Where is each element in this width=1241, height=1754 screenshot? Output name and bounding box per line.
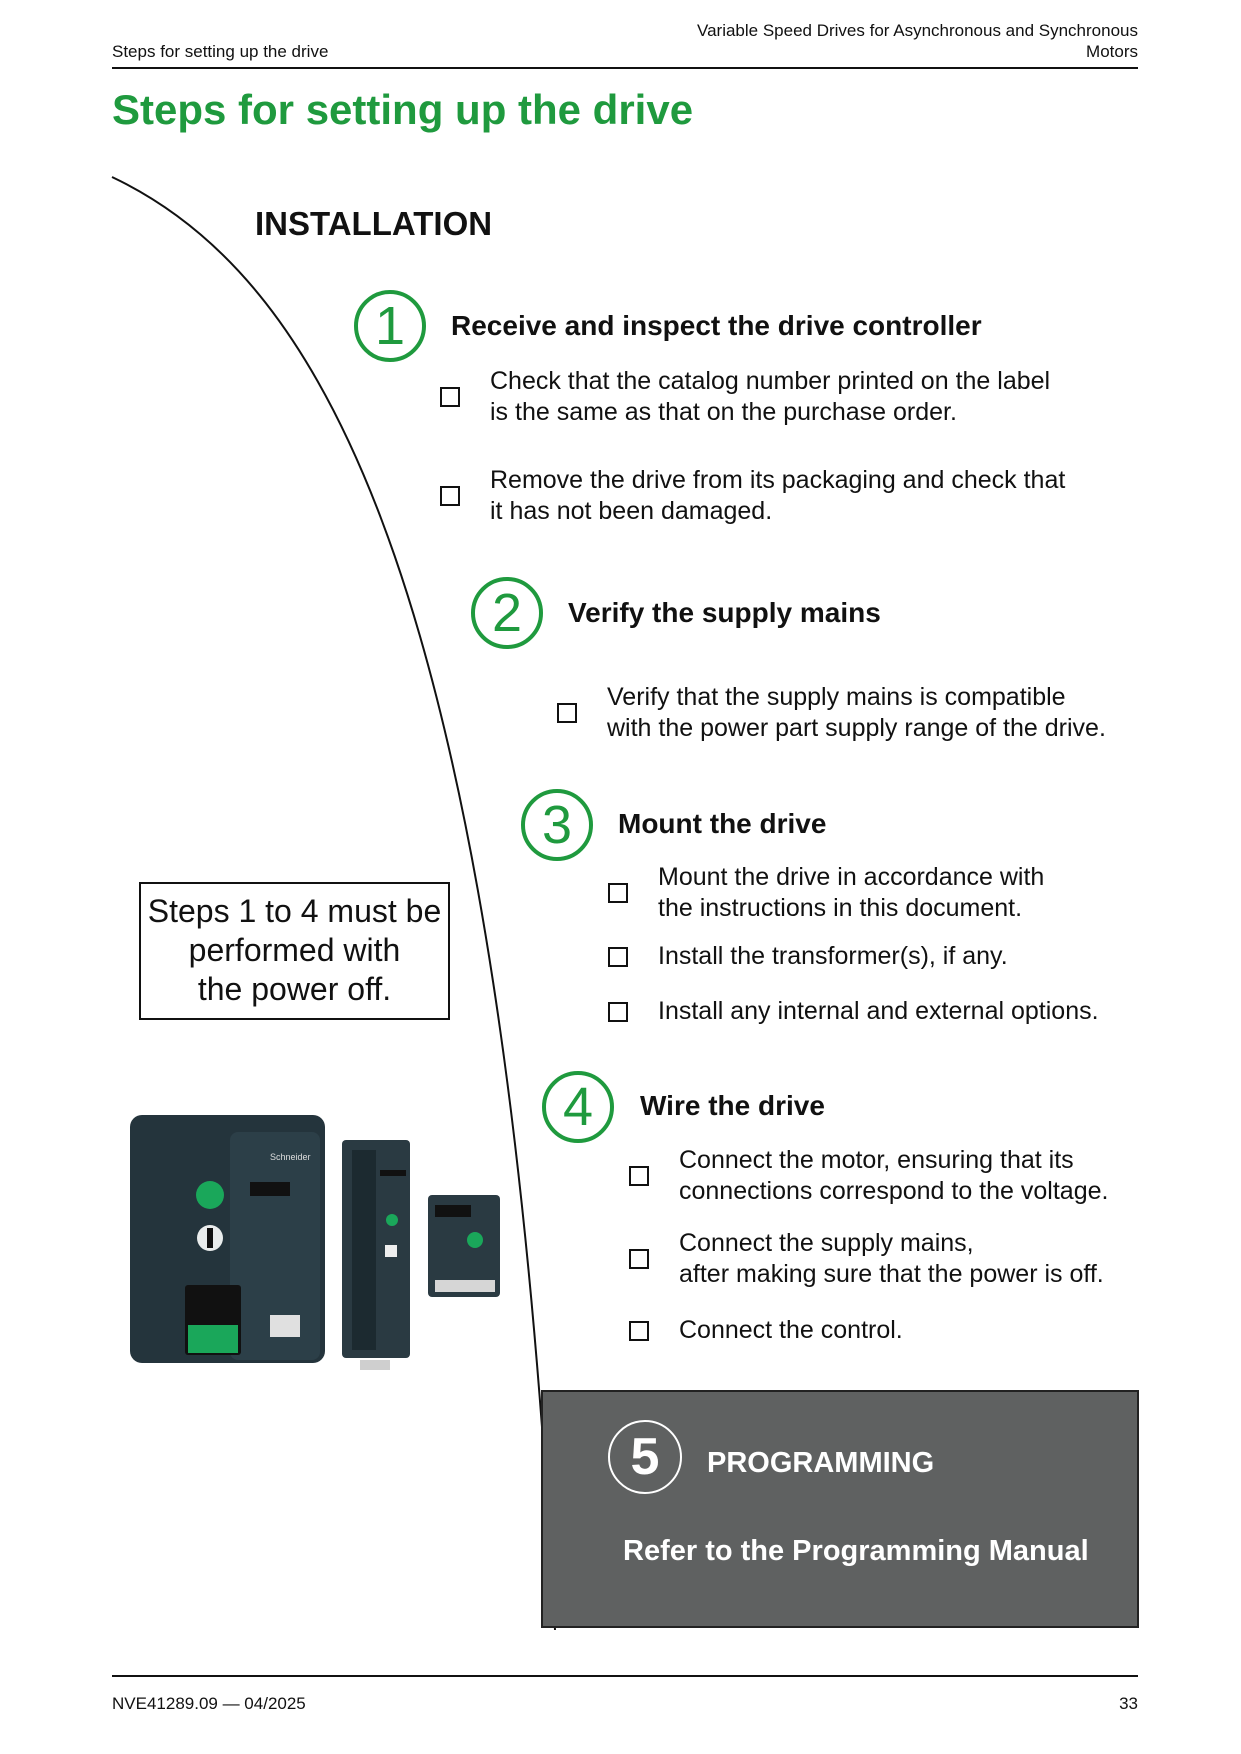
item-text-line: Install any internal and external option…: [658, 997, 1099, 1025]
footer-rule: [112, 1675, 1138, 1677]
schneider-logo: Schneider: [270, 1152, 311, 1162]
drive-products-image: Schneider: [130, 1115, 500, 1370]
large-drive-icon: Schneider: [130, 1115, 325, 1363]
item-text-line: it has not been damaged.: [490, 497, 773, 525]
checkbox[interactable]: [557, 703, 577, 723]
item-text-line: the instructions in this document.: [658, 894, 1023, 922]
step-2-title: Verify the supply mains: [568, 597, 881, 628]
step-2-number: 2: [471, 577, 543, 649]
step-4-number: 4: [542, 1071, 614, 1143]
programming-panel: 5 PROGRAMMING Refer to the Programming M…: [541, 1390, 1139, 1628]
step-5-number: 5: [608, 1420, 682, 1494]
step-4-title: Wire the drive: [640, 1090, 825, 1121]
power-off-note: Steps 1 to 4 must be performed with the …: [139, 882, 450, 1020]
curve-line: [111, 176, 556, 1631]
item-text-line: Check that the catalog number printed on…: [490, 367, 1051, 395]
step-4-item-2: Connect the supply mains, after making su…: [629, 1228, 1104, 1290]
page-title: Steps for setting up the drive: [112, 86, 694, 133]
step-1-number: 1: [354, 290, 426, 362]
item-text-line: Connect the motor, ensuring that its: [679, 1146, 1074, 1174]
slim-drive-icon: [342, 1140, 410, 1370]
step-1-title: Receive and inspect the drive controller: [451, 310, 982, 341]
note-line-3: the power off.: [197, 971, 392, 1007]
checkbox[interactable]: [440, 387, 460, 407]
item-text-line: with the power part supply range of the …: [607, 714, 1106, 742]
step-2-item-1: Verify that the supply mains is compatib…: [557, 682, 1106, 744]
checkbox[interactable]: [629, 1320, 649, 1341]
installation-title: INSTALLATION: [255, 205, 493, 242]
running-header-title: Variable Speed Drives for Asynchronous a…: [697, 20, 1138, 62]
checkbox[interactable]: [608, 883, 628, 903]
page-number: 33: [1119, 1694, 1138, 1713]
footer-doc-ref: NVE41289.09 — 04/2025: [112, 1694, 306, 1713]
item-text-line: Verify that the supply mains is compatib…: [607, 683, 1066, 711]
item-text-line: after making sure that the power is off.: [679, 1260, 1104, 1288]
note-line-2: performed with: [188, 932, 401, 968]
step-1-item-2: Remove the drive from its packaging and …: [440, 465, 1065, 527]
note-line-1: Steps 1 to 4 must be: [147, 893, 442, 929]
checkbox[interactable]: [629, 1249, 649, 1269]
running-header-title-line2: Motors: [1086, 42, 1138, 61]
item-text-line: Connect the supply mains,: [679, 1229, 974, 1257]
step-3-item-1: Mount the drive in accordance with the in…: [608, 862, 1044, 924]
programming-title: PROGRAMMING: [707, 1447, 935, 1479]
checkbox[interactable]: [608, 1001, 628, 1022]
item-text-line: Mount the drive in accordance with: [658, 863, 1045, 891]
step-3-item-2: Install the transformer(s), if any.: [608, 941, 1008, 972]
checkbox[interactable]: [608, 946, 628, 967]
step-4-item-3: Connect the control.: [629, 1315, 903, 1346]
item-text-line: is the same as that on the purchase orde…: [490, 398, 957, 426]
programming-manual-reference: Refer to the Programming Manual: [623, 1535, 1089, 1567]
running-header-title-line1: Variable Speed Drives for Asynchronous a…: [697, 21, 1138, 40]
item-text-line: Remove the drive from its packaging and …: [490, 466, 1066, 494]
step-4-item-1: Connect the motor, ensuring that its conn…: [629, 1145, 1108, 1207]
step-3-title: Mount the drive: [618, 808, 827, 839]
step-1-item-1: Check that the catalog number printed on…: [440, 366, 1050, 428]
running-header-section: Steps for setting up the drive: [112, 42, 329, 61]
item-text-line: Install the transformer(s), if any.: [658, 942, 1008, 970]
step-3-number: 3: [521, 789, 593, 861]
checkbox[interactable]: [629, 1166, 649, 1186]
step-3-item-3: Install any internal and external option…: [608, 996, 1099, 1027]
item-text-line: Connect the control.: [679, 1316, 903, 1344]
header-rule: [112, 67, 1138, 69]
checkbox[interactable]: [440, 486, 460, 506]
item-text-line: connections correspond to the voltage.: [679, 1177, 1109, 1205]
compact-drive-icon: [428, 1195, 500, 1297]
